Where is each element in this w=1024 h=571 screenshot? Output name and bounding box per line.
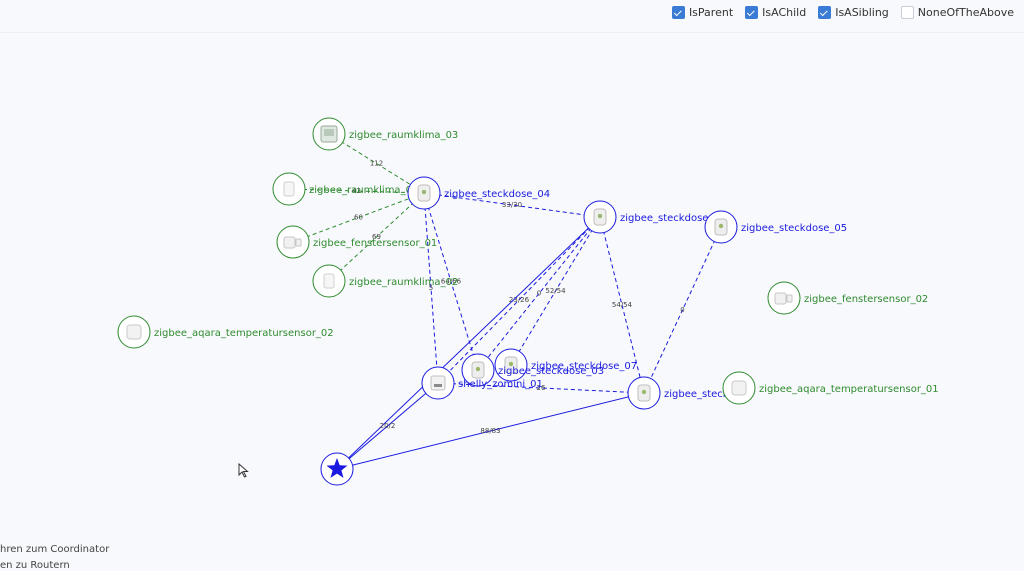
node-r_kl2[interactable]: zigbee_raumklima_02	[312, 264, 458, 298]
node-label: zigbee_raumklima_01	[309, 185, 418, 196]
edge-sd4-sd3	[423, 192, 479, 371]
edge-label: 0	[680, 306, 684, 314]
plug-icon	[417, 184, 431, 202]
edge-label: 5	[429, 284, 433, 292]
node-label: zigbee_aqara_temperatursensor_02	[154, 328, 334, 339]
edge-label: 20/2	[380, 422, 396, 430]
node-sd3[interactable]: zigbee_steckdose_03	[461, 353, 604, 387]
checkbox-isasibling[interactable]	[818, 6, 832, 19]
edge-label: 88/83	[480, 427, 500, 435]
checkbox-isparent[interactable]	[671, 6, 685, 19]
edge-label: 112	[370, 160, 383, 168]
sensor-icon	[323, 273, 335, 289]
node-sd7[interactable]: zigbee_steckdose_07	[494, 348, 637, 382]
plug-icon	[471, 361, 485, 379]
relay-icon	[430, 375, 446, 391]
mouse-cursor-icon	[238, 463, 249, 478]
edge-coord-sd0	[336, 216, 601, 470]
node-aq2[interactable]: zigbee_aqara_temperatursensor_02	[117, 315, 334, 349]
edge-label: 42	[352, 187, 361, 195]
node-aq1[interactable]: zigbee_aqara_temperatursensor_01	[722, 371, 939, 405]
edge-sd0-shelly	[437, 216, 601, 384]
edge-r_kl1-sd4	[288, 188, 425, 194]
edge-label: 60	[354, 214, 363, 222]
edge-label: 26	[537, 384, 546, 392]
plug-icon	[714, 218, 728, 236]
edge-sd0-sd7	[510, 216, 601, 366]
filter-isasibling-label: IsASibling	[835, 6, 889, 19]
plug-icon	[637, 384, 651, 402]
node-shelly[interactable]: shelly_zomini_01	[421, 366, 543, 400]
edge-layer: 112 42 60 69 33/30 64/66 5 52/54 0 23/26 54/54 0 26 2…	[288, 133, 722, 470]
edge-coord-sdx	[336, 392, 645, 470]
node-sd4[interactable]: zigbee_steckdose_04	[407, 176, 550, 210]
edge-fs1-sd4	[292, 192, 425, 243]
toolbar: IsParent IsAChild IsASibling NoneOfTheAb…	[0, 0, 1024, 33]
edge-sd4-sd0	[423, 192, 601, 218]
node-r_kl1[interactable]: zigbee_raumklima_01	[272, 172, 418, 206]
filter-noneoftheabove[interactable]: NoneOfTheAbove	[900, 6, 1014, 19]
node-layer: zigbee_raumklima_03zigbee_raumklima_01zi…	[117, 117, 939, 486]
node-label: zigbee_steckdose_04	[444, 189, 550, 200]
edge-coord-shelly	[336, 382, 439, 470]
node-label: zigbee_fenstersensor_02	[804, 294, 928, 305]
node-label: zigbee_steckdose_05	[741, 223, 847, 234]
filter-group: IsParent IsAChild IsASibling NoneOfTheAb…	[671, 6, 1014, 19]
plug-icon	[593, 208, 607, 226]
node-r_kl3[interactable]: zigbee_raumklima_03	[312, 117, 458, 151]
edge-sd5-sdx	[643, 226, 722, 394]
temp-sensor-icon	[126, 324, 142, 340]
filter-isachild[interactable]: IsAChild	[745, 6, 806, 19]
star-icon	[326, 458, 348, 478]
edge-sd0-sd3	[477, 216, 601, 371]
door-sensor-icon	[283, 236, 302, 249]
edge-sd4-shelly	[423, 192, 439, 384]
node-label: zigbee_steckdose_07	[531, 361, 637, 372]
edge-shelly-sdx	[437, 382, 645, 394]
node-label: zigbee_raumklima_03	[349, 130, 458, 141]
node-label: shelly_zomini_01	[458, 379, 543, 390]
edge-label: 69	[372, 233, 381, 241]
edge-r_kl2-sd4	[328, 192, 425, 282]
node-label: zigbee_aqara_temperatursensor_01	[759, 384, 939, 395]
node-fs1[interactable]: zigbee_fenstersensor_01	[276, 225, 437, 259]
node-label: zigbee_stecko	[664, 389, 734, 400]
plug-icon	[504, 356, 518, 374]
node-label: zigbee_steckdose_03	[498, 366, 604, 377]
edge-r_kl3-sd4	[328, 133, 425, 194]
node-label: zigbee_raumklima_02	[349, 277, 458, 288]
edge-label: 64/66	[441, 278, 462, 286]
temp-sensor-icon	[731, 380, 747, 396]
checkbox-isachild[interactable]	[745, 6, 759, 19]
node-label: zigbee_steckdose_0	[620, 213, 720, 224]
edge-label: 54/54	[612, 301, 633, 309]
edge-label: 23/26	[509, 296, 530, 304]
door-sensor-icon	[774, 292, 793, 305]
node-fs2[interactable]: zigbee_fenstersensor_02	[767, 281, 928, 315]
edge-label: 0	[537, 290, 541, 298]
sensor-icon	[283, 181, 295, 197]
filter-isasibling[interactable]: IsASibling	[818, 6, 889, 19]
thermometer-display-icon	[320, 125, 338, 143]
filter-isparent[interactable]: IsParent	[671, 6, 734, 19]
filter-isachild-label: IsAChild	[762, 6, 807, 19]
edge-label: 33/30	[502, 201, 522, 209]
node-sdx[interactable]: zigbee_stecko	[627, 376, 734, 410]
edge-label: 52/54	[545, 287, 566, 295]
filter-isparent-label: IsParent	[688, 6, 734, 19]
legend-coordinator-text: hren zum Coordinator	[0, 544, 110, 555]
edge-sd0-sdx	[599, 216, 645, 394]
node-sd0[interactable]: zigbee_steckdose_0	[583, 200, 720, 234]
node-label: zigbee_fenstersensor_01	[313, 238, 437, 249]
legend-router-text: en zu Routern	[0, 560, 70, 571]
checkbox-noneoftheabove[interactable]	[900, 6, 914, 19]
filter-noneoftheabove-label: NoneOfTheAbove	[917, 6, 1014, 19]
node-coord[interactable]	[320, 452, 354, 486]
node-sd5[interactable]: zigbee_steckdose_05	[704, 210, 847, 244]
